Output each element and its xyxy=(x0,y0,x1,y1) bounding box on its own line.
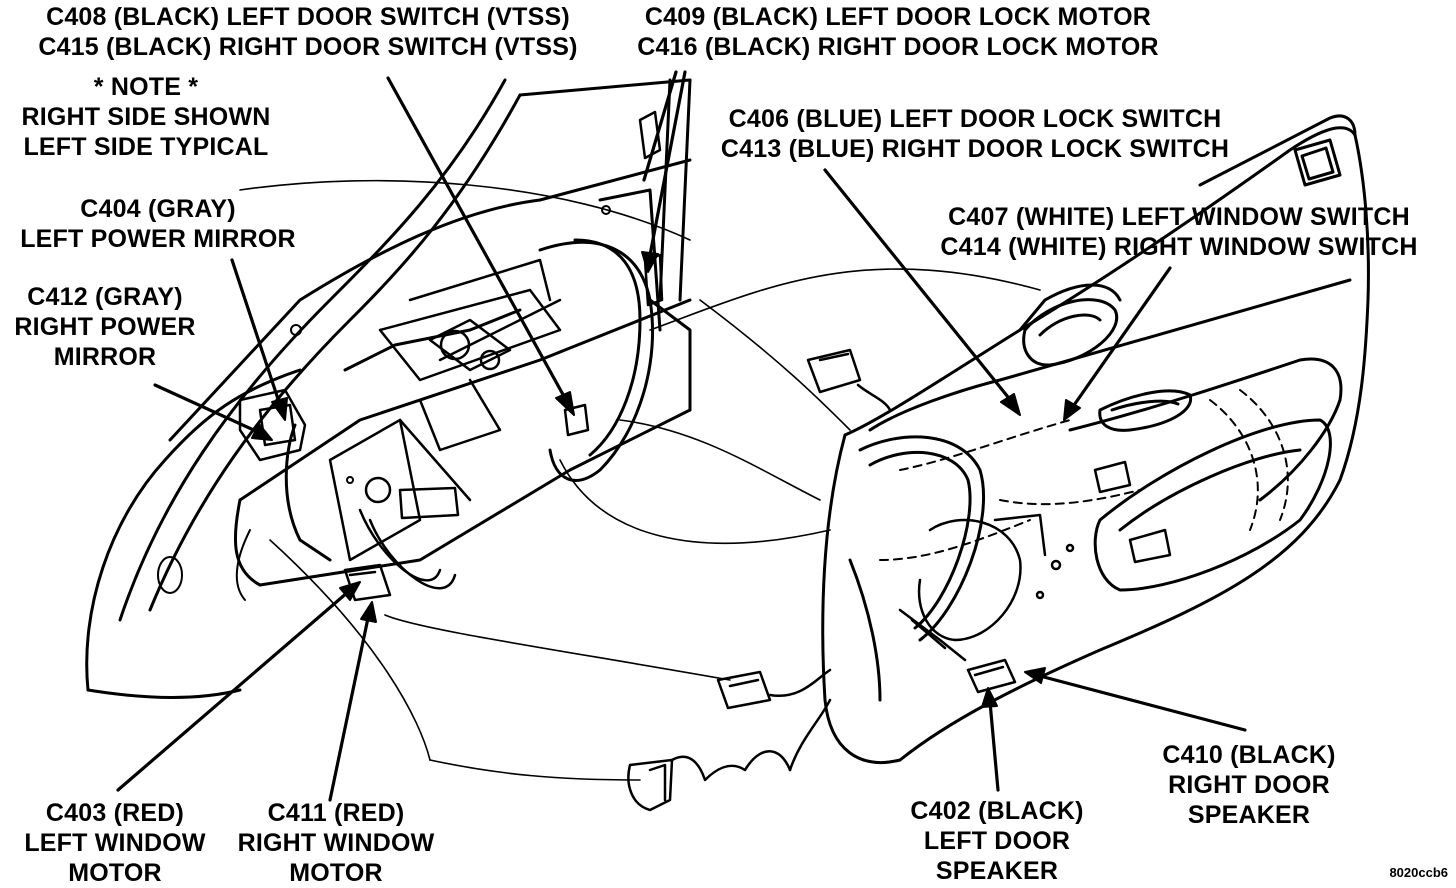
callout-c412: C412 (GRAY) RIGHT POWER MIRROR xyxy=(0,282,210,372)
door-shell xyxy=(85,78,692,699)
callout-c407-c414: C407 (WHITE) LEFT WINDOW SWITCH C414 (WH… xyxy=(906,202,1452,262)
callout-line: SPEAKER xyxy=(935,857,1059,885)
callout-line: C408 (BLACK) LEFT DOOR SWITCH (VTSS) xyxy=(46,3,570,31)
callout-line: LEFT WINDOW xyxy=(24,829,206,857)
callout-line: C415 (BLACK) RIGHT DOOR SWITCH (VTSS) xyxy=(38,33,578,61)
window-regulator xyxy=(328,258,562,590)
callout-line: MIRROR xyxy=(53,343,157,371)
callout-c408-c415: C408 (BLACK) LEFT DOOR SWITCH (VTSS) C41… xyxy=(18,2,598,62)
callout-line: C414 (WHITE) RIGHT WINDOW SWITCH xyxy=(940,233,1418,261)
figure-id: 8020ccb6 xyxy=(1389,865,1448,880)
leader-arrows xyxy=(116,70,1247,802)
callout-line: C409 (BLACK) LEFT DOOR LOCK MOTOR xyxy=(644,3,1152,31)
callout-line: RIGHT DOOR xyxy=(1168,771,1330,799)
callout-note: * NOTE * RIGHT SIDE SHOWN LEFT SIDE TYPI… xyxy=(2,72,290,162)
callout-line: RIGHT POWER xyxy=(14,313,196,341)
callout-line: C404 (GRAY) xyxy=(80,195,236,223)
callout-line: MOTOR xyxy=(289,859,383,887)
callout-line: C402 (BLACK) xyxy=(910,797,1084,825)
callout-line: C403 (RED) xyxy=(45,799,185,827)
callout-c403: C403 (RED) LEFT WINDOW MOTOR xyxy=(10,798,220,888)
callout-line: LEFT SIDE TYPICAL xyxy=(23,133,269,161)
callout-line: C406 (BLUE) LEFT DOOR LOCK SWITCH xyxy=(728,105,1222,133)
callout-line: RIGHT WINDOW xyxy=(237,829,435,857)
callout-line: C410 (BLACK) xyxy=(1162,741,1336,769)
trim-panel-stitching xyxy=(879,389,1289,561)
callout-line: C407 (WHITE) LEFT WINDOW SWITCH xyxy=(948,203,1410,231)
callout-line: * NOTE * xyxy=(93,73,199,101)
speaker-area xyxy=(898,460,1172,694)
callout-c404: C404 (GRAY) LEFT POWER MIRROR xyxy=(2,194,314,254)
callout-line: RIGHT SIDE SHOWN xyxy=(21,103,271,131)
callout-line: C412 (GRAY) xyxy=(27,283,183,311)
callout-c409-c416: C409 (BLACK) LEFT DOOR LOCK MOTOR C416 (… xyxy=(608,2,1188,62)
callout-c406-c413: C406 (BLUE) LEFT DOOR LOCK SWITCH C413 (… xyxy=(690,104,1260,164)
callout-c402: C402 (BLACK) LEFT DOOR SPEAKER xyxy=(886,796,1108,886)
callout-line: C413 (BLUE) RIGHT DOOR LOCK SWITCH xyxy=(720,135,1230,163)
callout-c410: C410 (BLACK) RIGHT DOOR SPEAKER xyxy=(1138,740,1360,830)
callout-line: SPEAKER xyxy=(1187,801,1311,829)
callout-line: C411 (RED) xyxy=(267,799,405,827)
wiring-harness xyxy=(239,179,1041,781)
callout-c411: C411 (RED) RIGHT WINDOW MOTOR xyxy=(222,798,450,888)
callout-line: LEFT POWER MIRROR xyxy=(20,225,296,253)
callout-line: MOTOR xyxy=(68,859,162,887)
callout-line: C416 (BLACK) RIGHT DOOR LOCK MOTOR xyxy=(637,33,1159,61)
harness-connectors xyxy=(627,348,892,812)
callout-line: LEFT DOOR xyxy=(923,827,1071,855)
left-door-connectors xyxy=(238,110,664,602)
